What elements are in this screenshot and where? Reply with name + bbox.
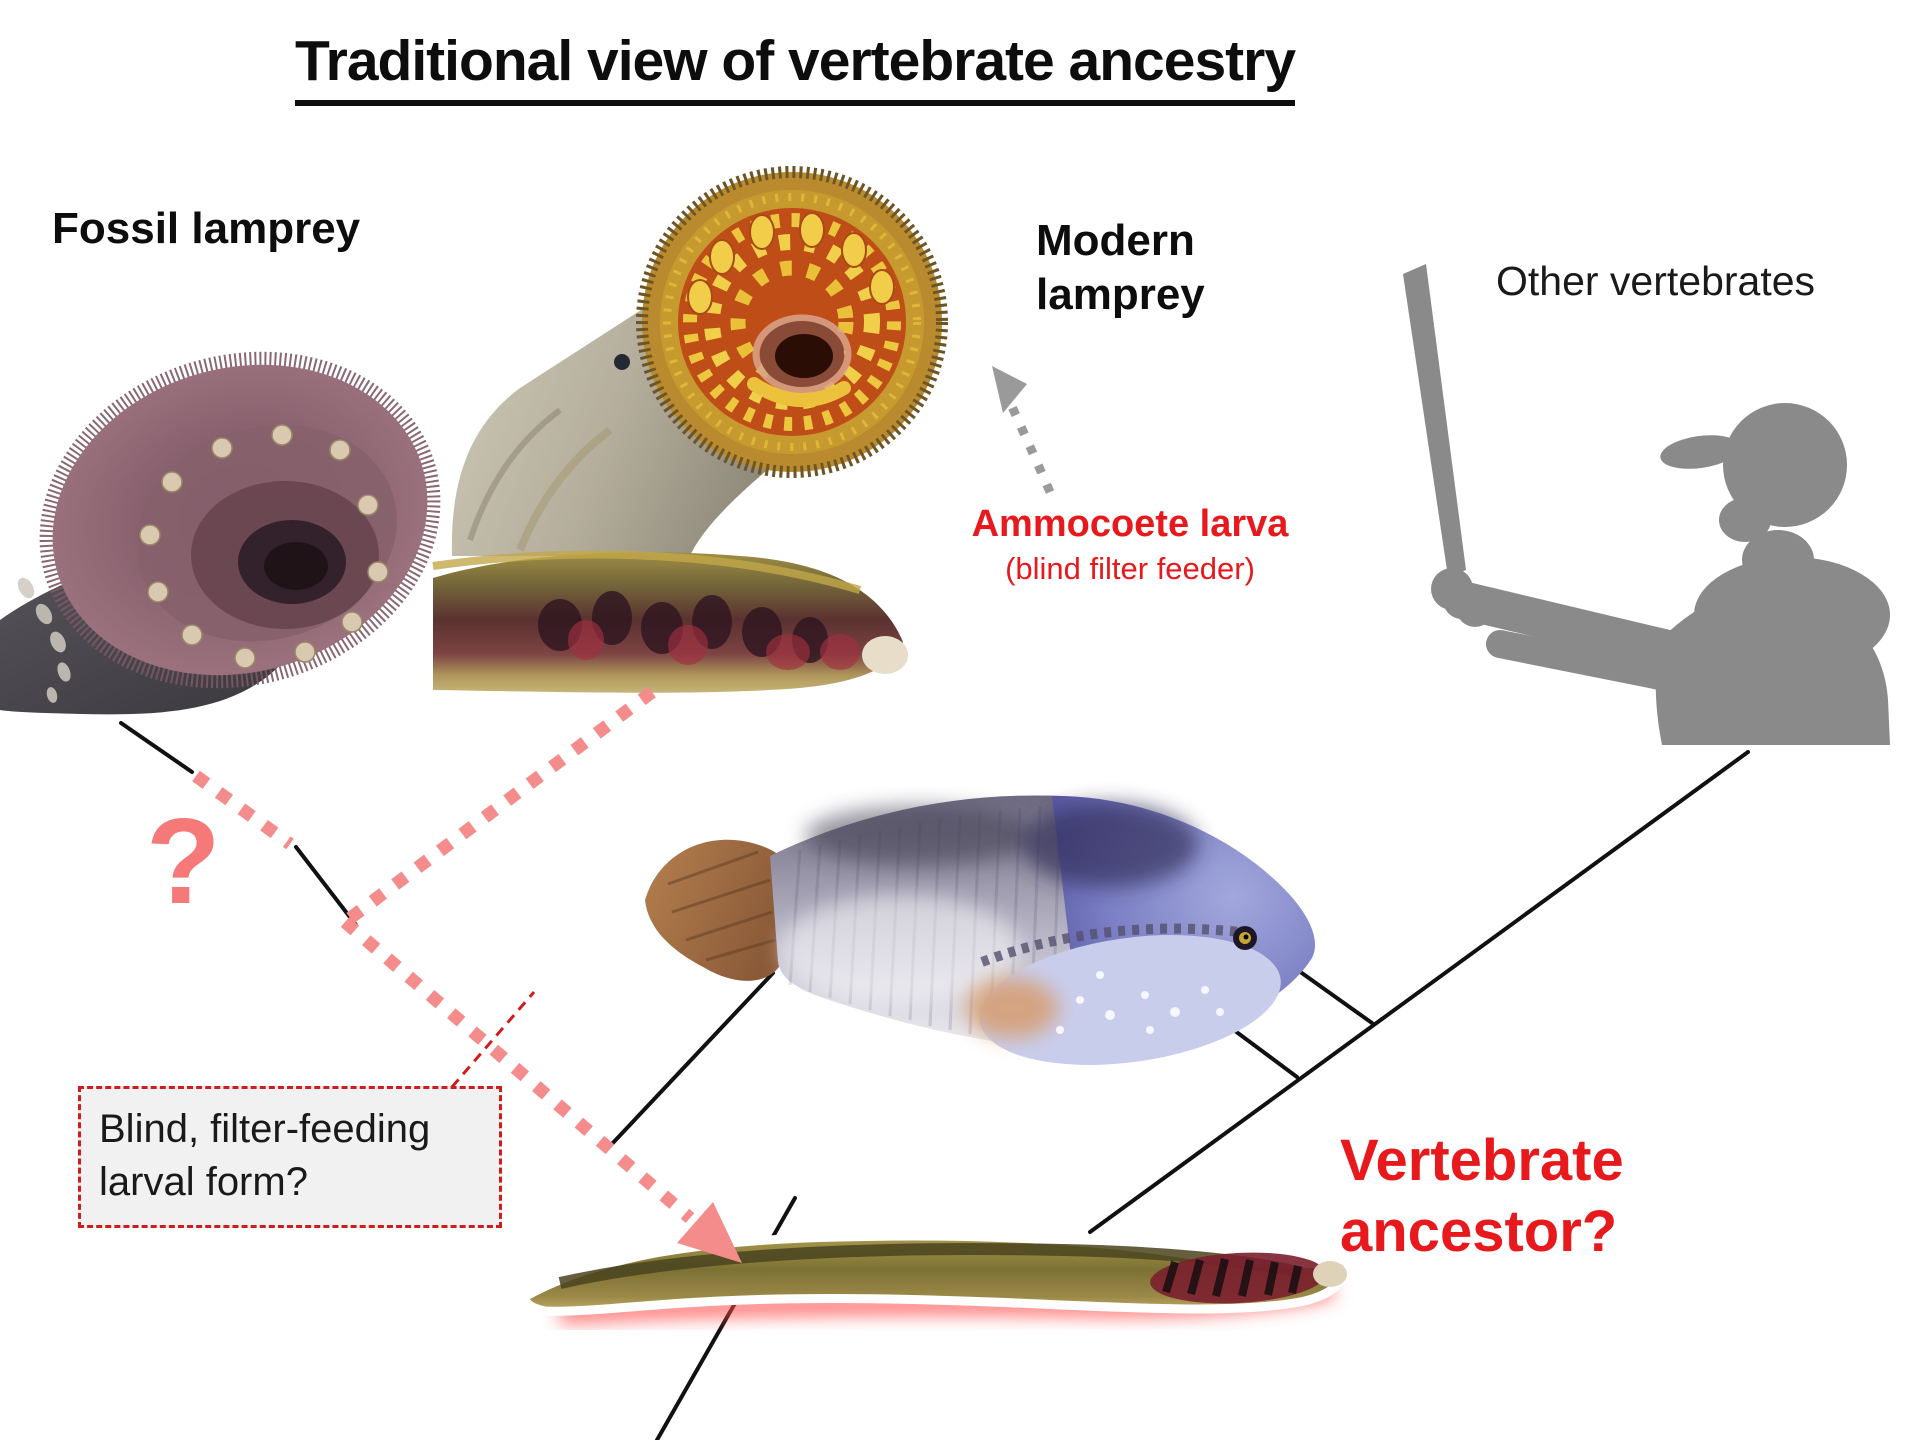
hypothesis-arrows — [192, 686, 695, 1223]
callout-leader-line — [450, 991, 536, 1088]
slide-title-wrap: Traditional view of vertebrate ancestry — [120, 10, 1470, 106]
ammocoete-dotted-line — [341, 686, 656, 928]
label-other-vertebrates: Other vertebrates — [1496, 258, 1816, 304]
ammocoete-larva-image — [432, 550, 908, 693]
fossil-lamprey-branch — [119, 721, 194, 774]
fossil-lamprey-image — [0, 351, 441, 715]
baseball-batter-silhouette — [1403, 264, 1890, 745]
ancestor-ammocoete-image — [521, 1231, 1348, 1323]
modern-lamprey-eye — [614, 354, 630, 370]
fish-left-branch — [608, 971, 775, 1148]
fossil-lamprey-branch-lower — [294, 845, 358, 927]
larva-to-adult-arrow — [992, 366, 1055, 494]
label-modern-lamprey: Modern lamprey — [1036, 216, 1205, 319]
modern-lamprey-image — [451, 166, 948, 556]
ancestor-dotted-line — [340, 917, 695, 1223]
label-blind-filter-feeder: (blind filter feeder) — [1005, 551, 1255, 586]
baseball-bat-icon — [1403, 264, 1466, 577]
fish-eye — [1233, 926, 1257, 950]
question-mark: ? — [146, 793, 221, 929]
slide-title: Traditional view of vertebrate ancestry — [294, 28, 1296, 106]
gray-arrowhead-icon — [992, 366, 1027, 413]
larval-form-callout-box: Blind, filter-feeding larval form? — [78, 1086, 502, 1228]
fossil-teeth-ring — [139, 424, 389, 669]
ancestor-arrowhead-icon — [677, 1202, 742, 1263]
fossil-larva-dotted-line — [192, 770, 294, 850]
main-trunk — [1088, 750, 1750, 1234]
larva-snout — [862, 636, 908, 674]
label-ammocoete-larva: Ammocoete larva — [971, 503, 1289, 545]
label-vertebrate-ancestor: Vertebrate ancestor? — [1340, 1128, 1624, 1264]
ancestor-snout — [1313, 1261, 1347, 1287]
fish-gill-row — [980, 923, 1241, 967]
ancestral-fish-image — [645, 795, 1316, 1065]
node2-branch — [1290, 964, 1374, 1025]
label-fossil-lamprey: Fossil lamprey — [52, 204, 361, 253]
